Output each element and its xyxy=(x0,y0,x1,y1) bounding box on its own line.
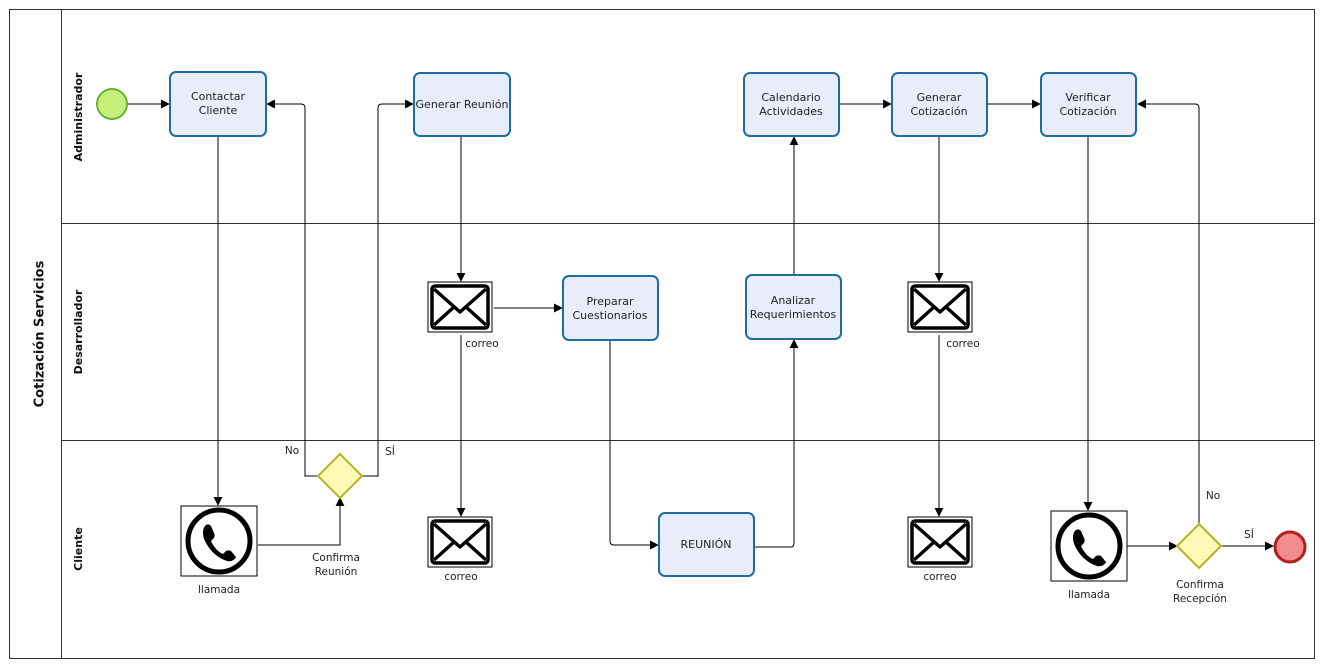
task-contactar-line2: Cliente xyxy=(199,104,238,117)
llamada-label: llamada xyxy=(1068,589,1110,601)
gateway-no-label: No xyxy=(1206,490,1220,502)
envelope-icon xyxy=(906,280,974,334)
task-generar-cotizacion-line1: Generar xyxy=(917,91,962,104)
gateway-confirma-recepcion: Confirma Recepción No SÍ xyxy=(1173,490,1254,605)
task-calendario-line2: Actividades xyxy=(759,105,823,118)
task-reunion-label: REUNIÓN xyxy=(680,538,731,551)
task-verificar-line2: Cotización xyxy=(1059,105,1116,118)
gateway-confirma-reunion: Confirma Reunión No SÍ xyxy=(285,445,395,578)
task-verificar-line1: Verificar xyxy=(1065,91,1111,104)
task-calendario-actividades[interactable]: Calendario Actividades xyxy=(743,72,840,137)
correo-label: correo xyxy=(465,338,498,350)
gateway-confirma-recepcion-line1: Confirma xyxy=(1176,579,1224,591)
task-generar-reunion[interactable]: Generar Reunión xyxy=(413,72,511,137)
flow-gateway-si-to-generar-reunion xyxy=(362,99,414,477)
task-reunion[interactable]: REUNIÓN xyxy=(658,512,755,577)
phone-icon xyxy=(181,506,257,576)
task-contactar-line1: Contactar xyxy=(191,90,246,103)
message-event-correo-dev-1: correo xyxy=(426,280,499,350)
lane-administrador-label: Administrador xyxy=(72,72,85,161)
task-generar-reunion-label: Generar Reunión xyxy=(416,98,509,111)
task-preparar-line2: Cuestionarios xyxy=(572,309,647,322)
task-analizar-line2: Requerimientos xyxy=(750,308,837,321)
correo-label: correo xyxy=(946,338,979,350)
task-verificar-cotizacion[interactable]: Verificar Cotización xyxy=(1040,72,1137,137)
gateway-confirma-reunion-line2: Reunión xyxy=(315,566,358,578)
task-contactar-cliente[interactable]: Contactar Cliente xyxy=(169,71,267,137)
phone-icon xyxy=(1051,511,1127,581)
task-generar-cotizacion-line2: Cotización xyxy=(910,105,967,118)
task-analizar-line1: Analizar xyxy=(771,294,816,307)
flow-gateway-no-to-contactar xyxy=(266,99,318,477)
flow-gateway2-no-to-verificar xyxy=(1137,99,1200,524)
llamada-label: llamada xyxy=(198,584,240,596)
lane-cliente-label: Cliente xyxy=(72,527,85,571)
correo-label: correo xyxy=(444,571,477,583)
phone-event-llamada-2: llamada xyxy=(1051,511,1127,601)
sequence-flows xyxy=(128,99,1274,551)
gateway-confirma-reunion-line1: Confirma xyxy=(312,552,360,564)
end-event xyxy=(1273,530,1307,564)
envelope-icon xyxy=(426,515,494,569)
gateway-si-label: SÍ xyxy=(385,445,395,458)
flow-preparar-to-reunion xyxy=(609,341,659,550)
flow-llamada-to-gateway xyxy=(258,497,345,546)
flow-reunion-to-analizar xyxy=(755,339,799,548)
task-preparar-line1: Preparar xyxy=(587,295,634,308)
message-event-correo-cliente-2: correo xyxy=(906,515,974,583)
gateway-confirma-recepcion-line2: Recepción xyxy=(1173,593,1227,605)
message-event-correo-dev-2: correo xyxy=(906,280,980,350)
task-generar-cotizacion[interactable]: Generar Cotización xyxy=(891,72,988,137)
pool-title: Cotización Servicios xyxy=(33,260,48,407)
lane-desarrollador-label: Desarrollador xyxy=(72,289,85,374)
start-event xyxy=(96,88,128,120)
task-calendario-line1: Calendario xyxy=(761,91,821,104)
task-preparar-cuestionarios[interactable]: Preparar Cuestionarios xyxy=(562,275,659,341)
phone-event-llamada-1: llamada xyxy=(181,506,257,596)
envelope-icon xyxy=(906,515,974,569)
gateway-si-label: SÍ xyxy=(1244,528,1254,541)
envelope-icon xyxy=(426,280,494,334)
gateway-no-label: No xyxy=(285,445,299,457)
correo-label: correo xyxy=(923,571,956,583)
message-event-correo-cliente-1: correo xyxy=(426,515,494,583)
task-analizar-requerimientos[interactable]: Analizar Requerimientos xyxy=(745,274,842,340)
